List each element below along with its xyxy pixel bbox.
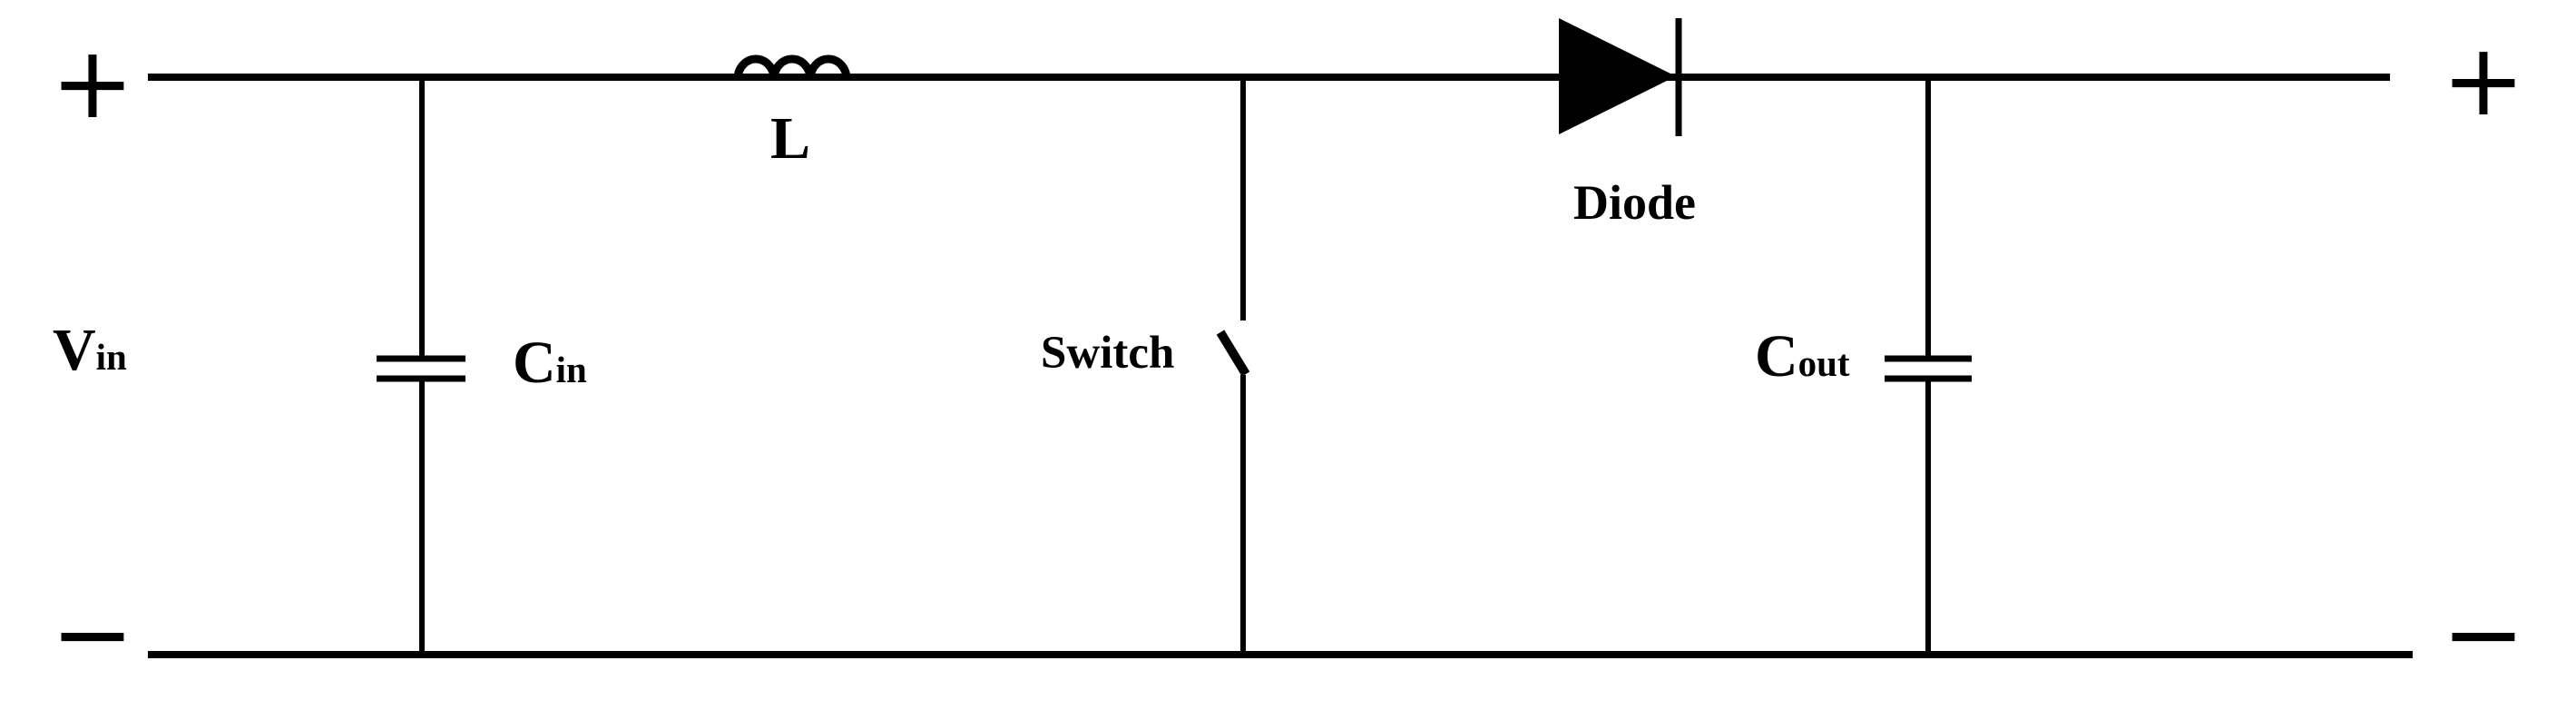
label-input-capacitor-main: C [513, 330, 556, 396]
label-output-capacitor: Cout [1755, 322, 1850, 391]
label-output-capacitor-main: C [1755, 323, 1798, 390]
label-output-capacitor-sub: out [1797, 343, 1850, 384]
label-inductor-main: L [770, 105, 811, 172]
minus-terminal-output: − [2442, 576, 2525, 692]
diode-triangle [1559, 18, 1676, 134]
label-diode: Diode [1573, 174, 1696, 231]
label-switch: Switch [1041, 327, 1174, 380]
minus-terminal-input: − [51, 576, 134, 692]
switch-blade [1216, 330, 1250, 377]
label-inductor: L [770, 104, 810, 173]
label-input-capacitor-sub: in [555, 350, 587, 390]
label-input-voltage-main: V [53, 317, 96, 383]
plus-terminal-output: + [2442, 22, 2525, 138]
label-input-voltage: Vin [53, 316, 127, 385]
label-diode-main: Diode [1573, 175, 1696, 230]
inductor-coil [733, 54, 851, 80]
plus-terminal-input: + [51, 25, 134, 141]
label-input-capacitor: Cin [513, 329, 587, 398]
label-input-voltage-sub: in [95, 337, 127, 378]
label-switch-main: Switch [1041, 328, 1175, 379]
